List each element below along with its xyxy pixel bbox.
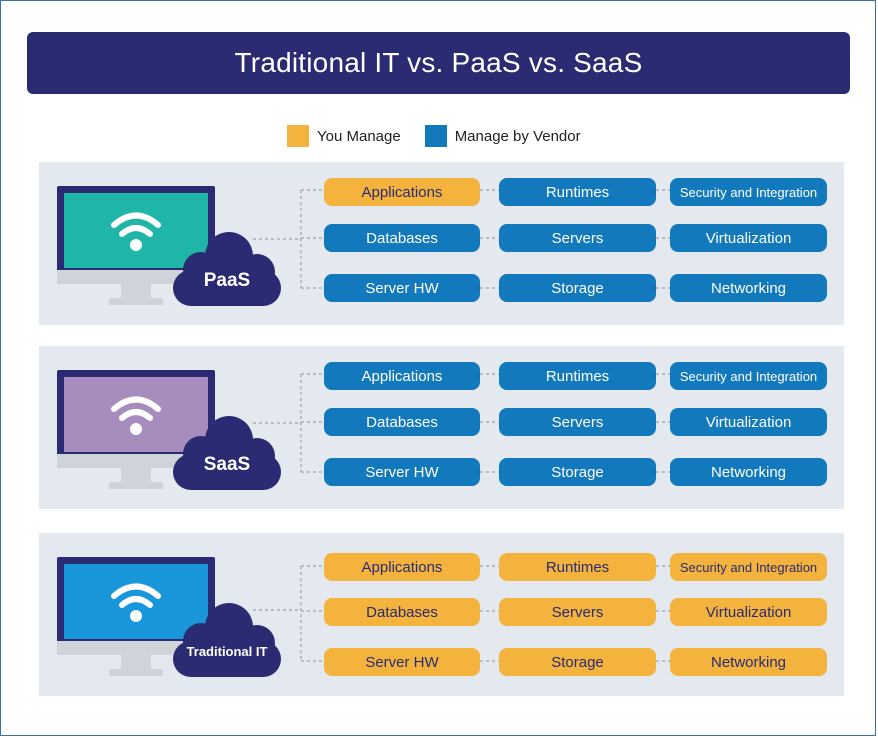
component-server-hw: Server HW [324, 274, 480, 302]
legend: You Manage Manage by Vendor [287, 123, 581, 149]
component-applications: Applications [324, 178, 480, 206]
panel-saas: SaaS Applications Runtimes Security and … [39, 346, 844, 509]
monitor-stand [121, 284, 151, 298]
component-databases: Databases [324, 598, 480, 626]
component-networking: Networking [670, 458, 827, 486]
diagram-title: Traditional IT vs. PaaS vs. SaaS [234, 47, 643, 78]
screen-traditional-it [64, 564, 208, 639]
wifi-icon [111, 583, 161, 622]
panel-paas: PaaS Applications Runtimes Security and … [39, 162, 844, 325]
component-servers: Servers [499, 224, 656, 252]
component-security-integration: Security and Integration [670, 362, 827, 390]
cloud-icon [173, 603, 281, 677]
component-storage: Storage [499, 274, 656, 302]
component-virtualization: Virtualization [670, 408, 827, 436]
component-databases: Databases [324, 408, 480, 436]
component-networking: Networking [670, 648, 827, 676]
monitor-base [109, 298, 163, 305]
component-networking: Networking [670, 274, 827, 302]
legend-item-vendor: Manage by Vendor [424, 125, 581, 147]
cloud-label: SaaS [203, 454, 251, 475]
component-servers: Servers [499, 408, 656, 436]
cloud-icon [173, 232, 281, 306]
monitor-stand [121, 468, 151, 482]
cloud-icon [173, 416, 281, 490]
cloud-label: PaaS [203, 270, 251, 291]
wifi-icon [111, 396, 161, 435]
component-storage: Storage [499, 458, 656, 486]
component-security-integration: Security and Integration [670, 178, 827, 206]
component-storage: Storage [499, 648, 656, 676]
monitor-stand [121, 655, 151, 669]
component-server-hw: Server HW [324, 458, 480, 486]
component-runtimes: Runtimes [499, 362, 656, 390]
component-databases: Databases [324, 224, 480, 252]
component-virtualization: Virtualization [670, 598, 827, 626]
cloud-label: Traditional IT [186, 643, 268, 659]
legend-label-you-manage: You Manage [317, 127, 401, 145]
screen-saas [64, 377, 208, 452]
wifi-icon [111, 212, 161, 251]
monitor-base [109, 482, 163, 489]
component-runtimes: Runtimes [499, 178, 656, 206]
monitor-base [109, 669, 163, 676]
screen-paas [64, 193, 208, 268]
vendor-swatch [424, 125, 447, 147]
legend-label-vendor: Manage by Vendor [454, 127, 581, 145]
title-banner: Traditional IT vs. PaaS vs. SaaS [27, 32, 850, 94]
component-virtualization: Virtualization [670, 224, 827, 252]
component-security-integration: Security and Integration [670, 553, 827, 581]
you-manage-swatch [287, 125, 309, 147]
component-server-hw: Server HW [324, 648, 480, 676]
component-applications: Applications [324, 362, 480, 390]
legend-item-you-manage: You Manage [287, 125, 401, 147]
component-applications: Applications [324, 553, 480, 581]
component-servers: Servers [499, 598, 656, 626]
monitor-traditional-it [57, 557, 215, 655]
component-runtimes: Runtimes [499, 553, 656, 581]
panel-traditional-it: Traditional IT Applications Runtimes Sec… [39, 533, 844, 696]
